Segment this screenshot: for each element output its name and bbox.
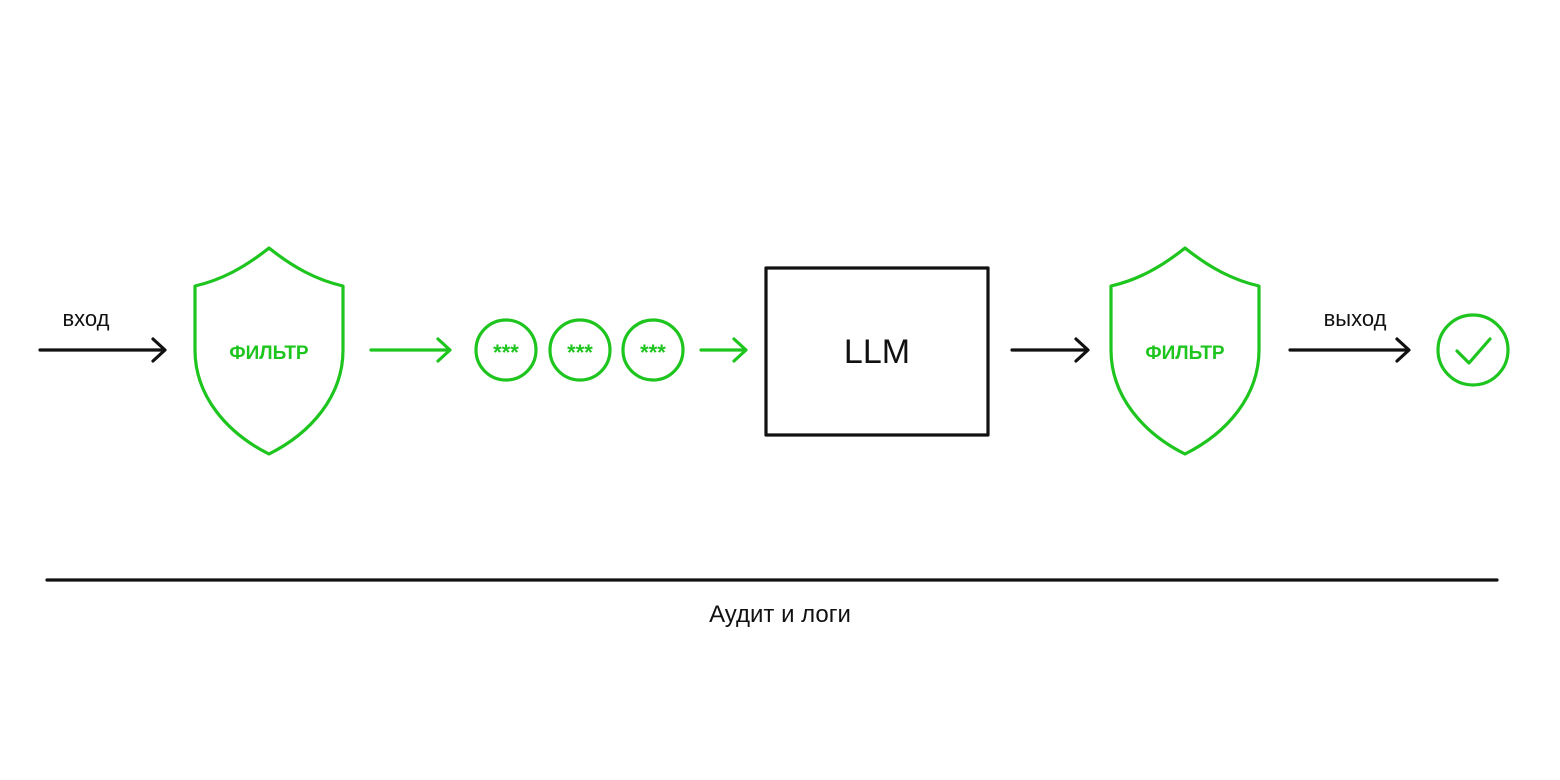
output-label: выход — [1324, 306, 1387, 331]
arrow-from-llm — [1010, 337, 1090, 363]
llm-label: LLM — [844, 333, 910, 371]
shield-icon — [1109, 246, 1261, 456]
arrow-to-masked-tokens — [369, 337, 452, 363]
masked-token-3: *** — [621, 318, 685, 382]
masked-token-text: *** — [493, 340, 519, 365]
shield-icon — [193, 246, 345, 456]
masked-token-1: *** — [474, 318, 538, 382]
checkmark-icon — [1455, 337, 1492, 365]
masked-token-text: *** — [640, 340, 666, 365]
masked-token-2: *** — [548, 318, 612, 382]
masked-token-text: *** — [567, 340, 593, 365]
input-arrow — [38, 337, 167, 363]
output-filter-label: ФИЛЬТР — [1145, 343, 1225, 364]
output-arrow — [1288, 337, 1411, 363]
input-filter-shield: ФИЛЬТР — [193, 246, 345, 456]
output-filter-shield: ФИЛЬТР — [1109, 246, 1261, 456]
llm-box: LLM — [764, 266, 990, 437]
audit-label: Аудит и логи — [709, 601, 851, 628]
checkmark-circle-icon — [1436, 313, 1510, 387]
input-filter-label: ФИЛЬТР — [229, 343, 309, 364]
input-label: вход — [62, 306, 109, 331]
arrow-to-llm — [699, 337, 748, 363]
